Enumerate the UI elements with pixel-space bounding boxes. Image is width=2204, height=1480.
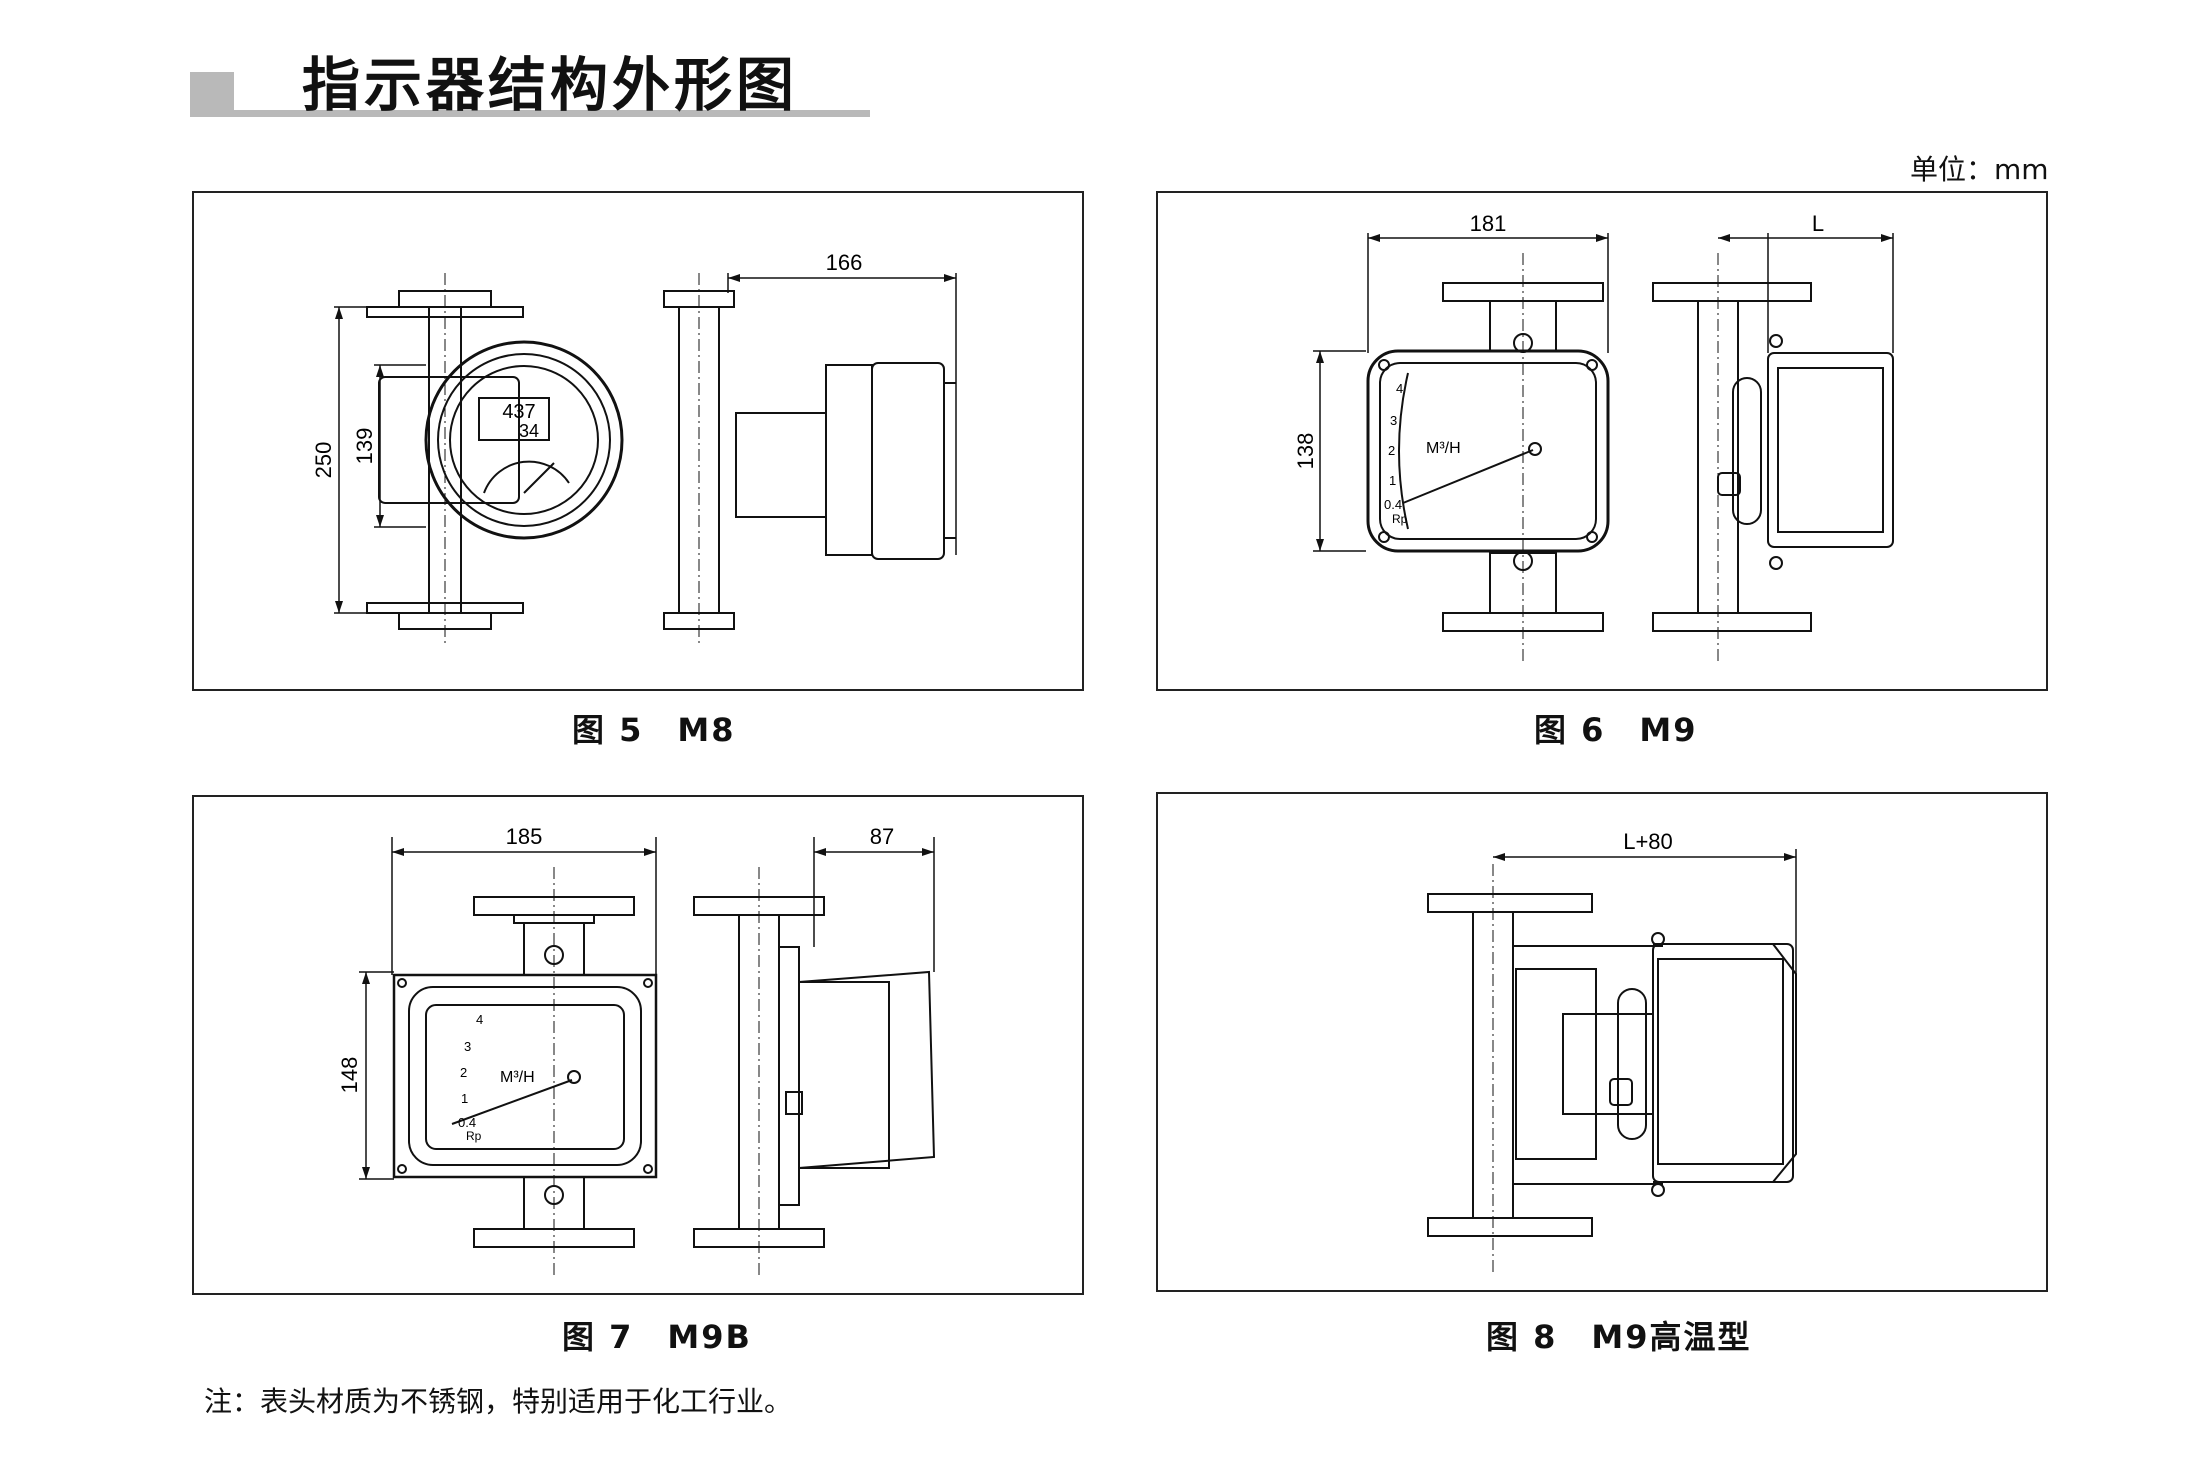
figure-5-model: M8 <box>677 711 736 749</box>
fig7-dim-depth: 87 <box>870 824 894 849</box>
fig7-scale-tick-4: 4 <box>476 1012 483 1027</box>
figure-5-number: 图 5 <box>572 711 644 749</box>
fig6-scale-tick-2: 2 <box>1388 443 1395 458</box>
fig6-scale-tick-1: 1 <box>1389 473 1396 488</box>
page-title: 指示器结构外形图 <box>302 51 799 119</box>
figure-6-drawing: 181 138 L 4 3 2 1 0.4 M³/H Rp <box>1293 211 1894 663</box>
figure-7-model: M9B <box>667 1318 752 1356</box>
figure-6-caption: 图 6 M9 <box>1534 705 1698 751</box>
figure-5-caption: 图 5 M8 <box>572 705 736 751</box>
figure-5-panel: 250 139 166 437 34 <box>192 191 1084 691</box>
fig7-scale-tick-2: 2 <box>460 1065 467 1080</box>
fig7-scale-brand: Rp <box>466 1129 482 1143</box>
header-rule <box>190 110 870 117</box>
figure-8-model: M9高温型 <box>1591 1318 1752 1356</box>
fig7-dim-width: 185 <box>506 824 543 849</box>
fig6-dim-height: 138 <box>1293 433 1318 470</box>
fig6-scale-tick-4: 4 <box>1396 381 1403 396</box>
fig6-dim-depth: L <box>1812 211 1824 236</box>
fig6-scale-tick-0-4: 0.4 <box>1384 497 1402 512</box>
figure-7-panel: 185 148 87 4 3 2 1 0.4 M³/H Rp <box>192 795 1084 1295</box>
fig5-display-reading2: 34 <box>519 421 539 441</box>
fig5-dim-depth: 166 <box>826 250 863 275</box>
fig7-scale-tick-0-4: 0.4 <box>458 1115 476 1130</box>
fig7-scale-unit: M³/H <box>500 1069 535 1086</box>
figure-8-number: 图 8 <box>1486 1318 1558 1356</box>
fig5-dim-inner: 139 <box>352 428 377 465</box>
figure-6-model: M9 <box>1639 711 1698 749</box>
figure-8-panel: L+80 <box>1156 792 2048 1292</box>
figure-7-drawing: 185 148 87 4 3 2 1 0.4 M³/H Rp <box>337 824 936 1277</box>
figure-7-number: 图 7 <box>562 1318 634 1356</box>
figure-7-caption: 图 7 M9B <box>562 1312 752 1358</box>
figure-6-number: 图 6 <box>1534 711 1606 749</box>
fig7-scale-tick-1: 1 <box>461 1091 468 1106</box>
fig7-dim-height: 148 <box>337 1057 362 1094</box>
fig6-scale-unit: M³/H <box>1426 440 1461 457</box>
figure-8-drawing: L+80 <box>1427 829 1797 1274</box>
fig7-scale-tick-3: 3 <box>464 1039 471 1054</box>
header-block <box>190 72 234 116</box>
unit-label: 单位：mm <box>1910 153 2049 186</box>
fig8-dim-depth: L+80 <box>1623 829 1673 854</box>
fig5-display-reading1: 437 <box>502 401 535 423</box>
figure-8-caption: 图 8 M9高温型 <box>1486 1312 1752 1358</box>
figure-5-drawing: 250 139 166 437 34 <box>311 250 957 643</box>
figure-6-panel: 181 138 L 4 3 2 1 0.4 M³/H Rp <box>1156 191 2048 691</box>
fig5-dim-height: 250 <box>311 442 336 479</box>
fig6-scale-tick-3: 3 <box>1390 413 1397 428</box>
footnote: 注：表头材质为不锈钢，特别适用于化工行业。 <box>204 1385 793 1418</box>
fig6-scale-brand: Rp <box>1392 512 1408 526</box>
fig6-dim-width: 181 <box>1470 211 1507 236</box>
